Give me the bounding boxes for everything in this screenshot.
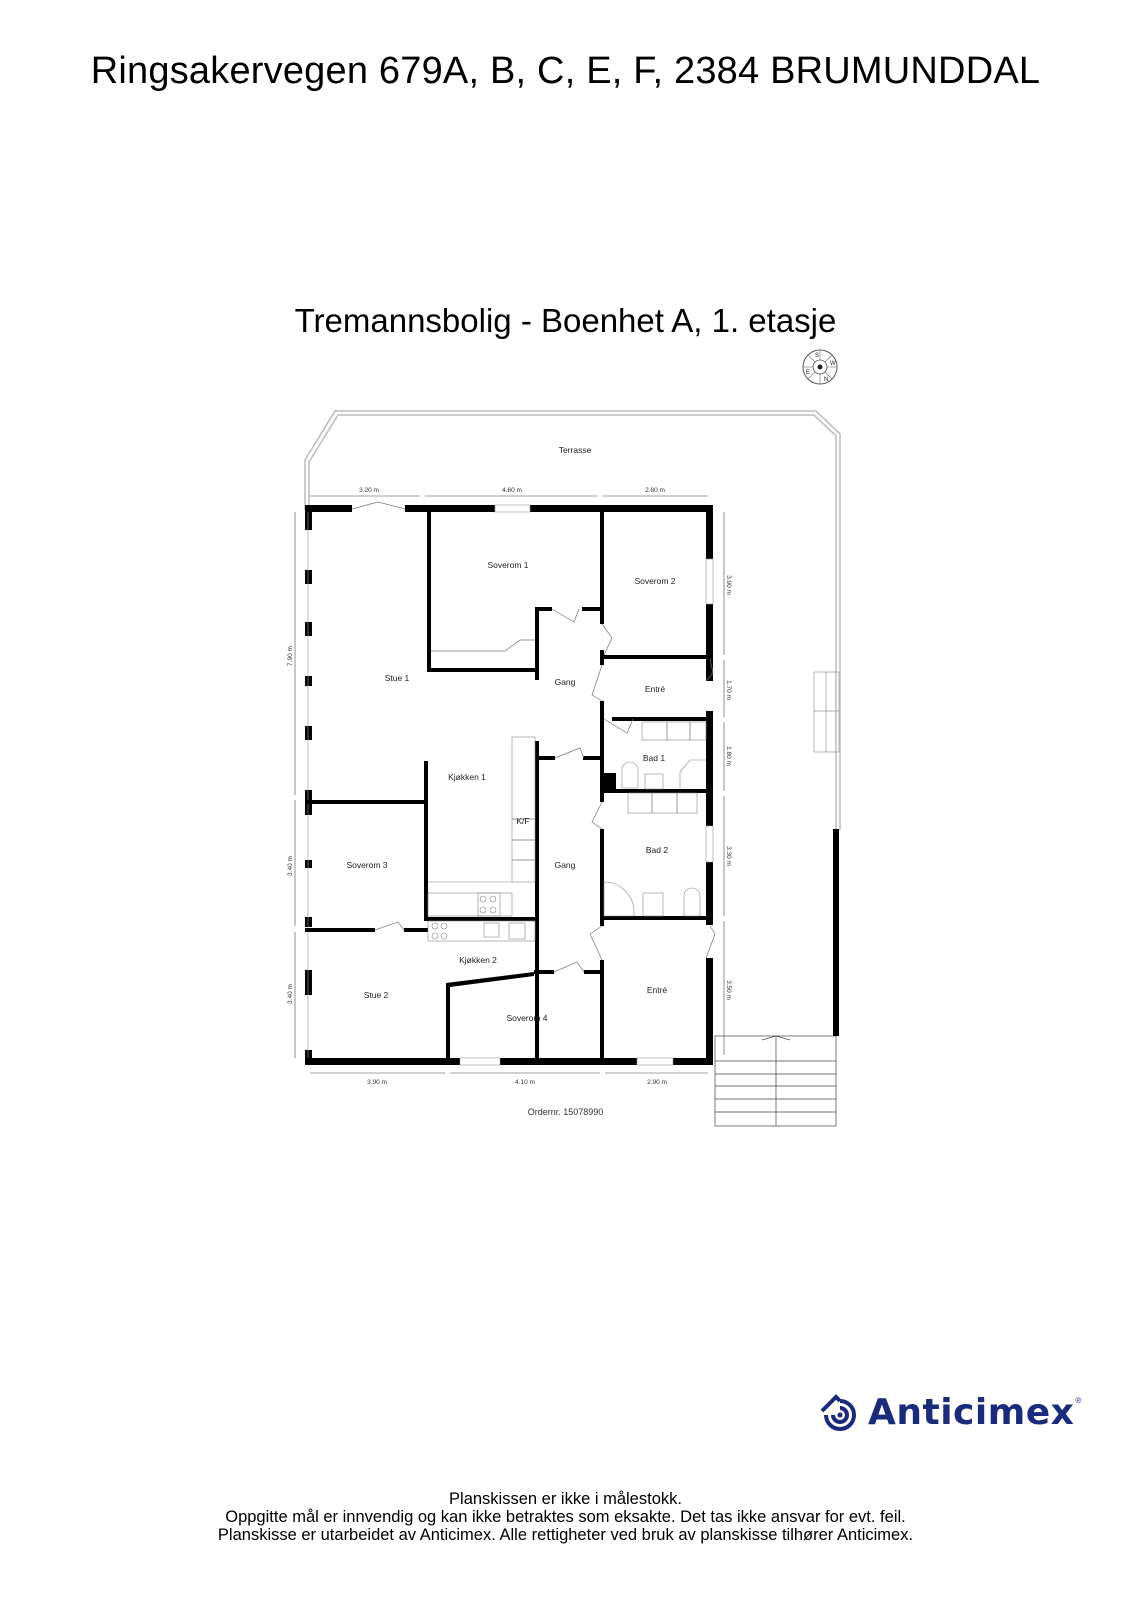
terrace-label: Terrasse [559,445,592,455]
svg-text:3.20 m: 3.20 m [359,487,379,494]
room-stue-2: Stue 2 [364,990,389,1000]
room-soverom-3: Soverom 3 [346,860,387,870]
room-stue-1: Stue 1 [385,673,410,683]
room-gang-upper: Gang [555,677,576,687]
svg-text:1.70 m: 1.70 m [725,680,732,700]
exterior-stairs [714,1035,837,1127]
bathroom-fixtures [603,721,707,917]
room-kjokken-2: Kjøkken 2 [459,955,497,965]
svg-text:W: W [830,361,836,367]
anticimex-logo: Anticimex ® [816,1390,1081,1434]
svg-text:2.90 m: 2.90 m [647,1079,667,1086]
terrace-outline [304,410,841,830]
side-ramp [813,671,840,753]
brand-name: Anticimex [868,1391,1075,1433]
svg-text:4.60 m: 4.60 m [502,487,522,494]
room-bad-1: Bad 1 [643,753,665,763]
disclaimer-line-3: Planskisse er utarbeidet av Anticimex. A… [217,1526,914,1544]
kf-label: K/F [516,816,529,826]
svg-text:2.80 m: 2.80 m [645,487,665,494]
svg-text:N: N [824,377,828,383]
order-number: Ordernr. 15078990 [527,1107,604,1117]
plan-title: Tremannsbolig - Boenhet A, 1. etasje [294,302,837,339]
room-soverom-1: Soverom 1 [487,560,528,570]
room-labels: Soverom 1 Soverom 2 Stue 1 Gang Entré Ba… [346,560,675,1023]
svg-text:3.40 m: 3.40 m [287,856,294,876]
disclaimer-line-2: Oppgitte mål er innvendig og kan ikke be… [225,1508,906,1526]
svg-text:E: E [806,370,810,376]
svg-text:S: S [815,353,819,359]
svg-text:3.50 m: 3.50 m [725,980,732,1000]
anticimex-logo-icon [820,1394,856,1431]
svg-text:4.10 m: 4.10 m [515,1079,535,1086]
property-address: Ringsakervegen 679A, B, C, E, F, 2384 BR… [90,50,1041,92]
room-soverom-2: Soverom 2 [634,576,675,586]
registered-mark: ® [1075,1395,1082,1405]
svg-text:3.40 m: 3.40 m [287,984,294,1004]
disclaimer: Planskissen er ikke i målestokk. Oppgitt… [0,1490,1131,1544]
room-entre-lower: Entré [647,985,668,995]
room-entre-upper: Entré [645,684,666,694]
disclaimer-line-1: Planskissen er ikke i målestokk. [449,1490,682,1508]
doors [374,608,716,973]
exterior-walls [305,505,713,1065]
room-gang-lower: Gang [555,860,576,870]
interior-walls [305,512,710,1061]
kitchen-fixtures [427,736,536,942]
compass-icon: S W N E [802,349,838,385]
svg-text:3.90 m: 3.90 m [367,1079,387,1086]
room-kjokken-1: Kjøkken 1 [448,772,486,782]
svg-text:7.90 m: 7.90 m [287,646,294,666]
svg-text:1.80 m: 1.80 m [725,746,732,766]
room-bad-2: Bad 2 [646,845,668,855]
svg-text:3.90 m: 3.90 m [725,575,732,595]
room-soverom-4: Soverom 4 [506,1013,547,1023]
svg-text:3.30 m: 3.30 m [725,846,732,866]
